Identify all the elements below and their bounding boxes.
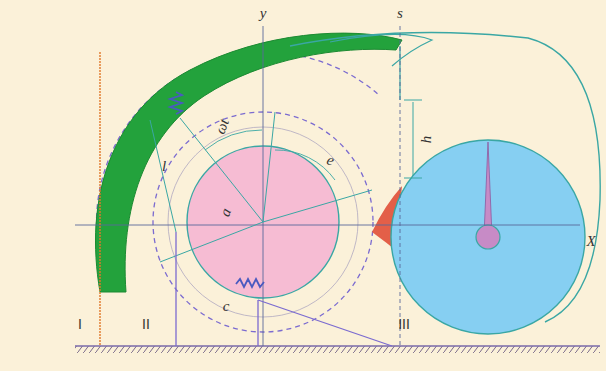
dimension-label: h: [420, 135, 435, 143]
spring: [170, 92, 182, 114]
frame-post: [257, 300, 258, 346]
x-axis: [75, 225, 580, 226]
frame-post: [175, 232, 176, 346]
radius-line: [263, 112, 275, 222]
hub: [476, 225, 500, 249]
h-dimension: [413, 102, 414, 176]
spring: [236, 279, 264, 287]
dimension-label: e: [324, 152, 335, 168]
angle-arc: [205, 130, 262, 150]
dimension-label: X: [586, 234, 595, 249]
dimension-label: c: [223, 299, 230, 314]
dimension-label: l: [162, 159, 166, 174]
y-axis: [263, 26, 264, 346]
radius-line: [263, 190, 372, 222]
blue-drum: [391, 140, 585, 334]
blade: [484, 142, 492, 236]
zone-label: II: [142, 317, 150, 331]
dimension-label: s: [397, 6, 403, 21]
ground-hatch: [75, 346, 600, 353]
zone-label: I: [78, 317, 82, 331]
hood-flap: [330, 34, 432, 66]
frame-brace: [258, 300, 392, 346]
frame-arm: [150, 120, 176, 232]
ground-line: [75, 345, 600, 347]
dimension-label: ωt: [212, 116, 231, 135]
dimension-label: y: [260, 6, 267, 21]
boundary-line: [99, 52, 100, 346]
s-line: [400, 26, 401, 346]
zone-label: III: [398, 317, 410, 331]
e-arc: [275, 150, 335, 180]
